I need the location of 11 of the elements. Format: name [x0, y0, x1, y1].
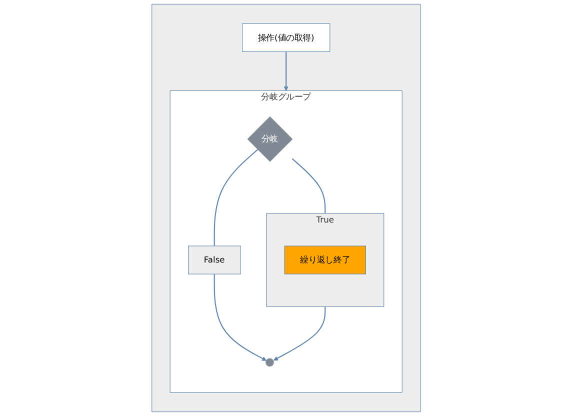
arrow — [214, 274, 267, 361]
node-box: 繰り返し終了 — [284, 246, 366, 274]
node-box: False — [188, 246, 242, 274]
connector — [292, 158, 326, 214]
node-circle — [266, 358, 274, 367]
arrow — [274, 306, 326, 361]
node-box: 操作(値の取得) — [242, 23, 331, 52]
arrow — [284, 52, 289, 91]
connector — [214, 149, 259, 246]
cluster — [152, 4, 421, 412]
node-diamond: 分岐 — [248, 116, 294, 162]
